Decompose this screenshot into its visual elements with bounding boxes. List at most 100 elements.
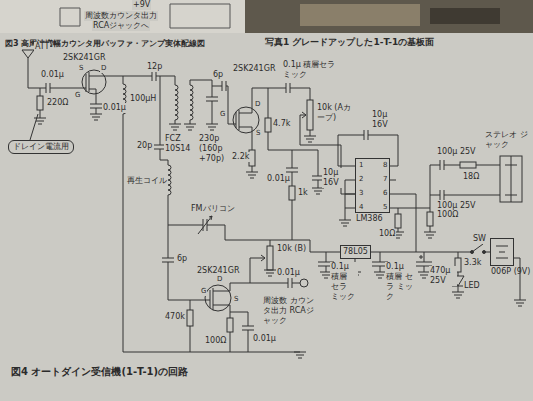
part-value: 2.2k: [231, 152, 250, 162]
part-value: 10k (B): [276, 244, 308, 254]
tank-circuit: [175, 80, 218, 124]
coil-symbol: [168, 165, 171, 195]
coil-symbol: [175, 85, 178, 120]
figure-title: 写真1 グレードアップした1-T-1の基板面: [264, 37, 435, 48]
part-value: 10k (Aカーブ): [316, 103, 356, 123]
wire: [34, 114, 526, 358]
ground-symbol: [452, 292, 464, 298]
resistor-symbol: [289, 186, 295, 200]
resistor-symbol: [37, 96, 43, 110]
ground-symbol: [294, 352, 306, 358]
ground-symbol: [34, 118, 46, 124]
part-value: 1k: [297, 188, 309, 198]
part-value: 12p: [146, 62, 163, 72]
part-name: FCZ 10S14: [164, 134, 196, 154]
ground-symbol: [264, 270, 276, 276]
part-value: 6p: [176, 254, 188, 264]
board-photo: [245, 0, 533, 33]
ground-symbol: [424, 232, 436, 238]
wire: [338, 130, 398, 220]
part-value: 220Ω: [46, 98, 69, 108]
ground-symbol: [514, 300, 526, 306]
part-value: 470k: [164, 312, 186, 322]
output-jack: [300, 279, 308, 287]
pin-name: D: [100, 64, 107, 73]
ground-symbol: [206, 124, 218, 130]
wire: [40, 88, 41, 118]
output-wires: [430, 160, 500, 232]
stereo-jack: [505, 156, 517, 202]
switch-contact: [483, 251, 486, 254]
pin-name: S: [255, 129, 261, 138]
wire: [162, 195, 472, 300]
ground-symbol: [312, 188, 324, 194]
ground-symbol: [246, 172, 258, 178]
resistor-symbol: [427, 212, 433, 226]
part-value: 4.7k: [272, 119, 291, 129]
stereo-jack: [500, 156, 522, 202]
part-name: SW: [472, 234, 487, 244]
part-name: 再生コイル: [126, 176, 168, 186]
coil-symbol: [190, 85, 193, 120]
part-value: 0.1μ 積層 セラ ミック: [385, 262, 415, 302]
part-value: 0.01μ: [252, 334, 277, 344]
capacitor-symbol: [212, 81, 236, 124]
part-value: 0.1μ 積層セラミック: [282, 60, 344, 80]
resistor-symbol: [187, 310, 193, 326]
part-value: 100Ω: [204, 336, 227, 346]
part-value: 3.3k: [463, 258, 482, 268]
part-value: 6p: [212, 70, 224, 80]
part-value: 10Ω: [378, 229, 396, 239]
resistor-symbol: [227, 318, 233, 332]
ground-symbol: [169, 124, 181, 130]
pin-name: S: [78, 64, 84, 73]
part-value: 100μH: [129, 94, 157, 104]
part-name: LED: [463, 281, 481, 291]
pin-name: D: [254, 100, 261, 109]
fet-symbol: [205, 285, 231, 311]
node-text: 78L05: [343, 247, 368, 257]
board-photo-detail: [430, 8, 500, 24]
ground-symbol: [184, 124, 196, 130]
part-value: 20p: [136, 141, 153, 151]
switch-contact: [471, 251, 474, 254]
part-value: 100Ω: [436, 210, 459, 220]
voltage-label: +9V: [132, 0, 151, 10]
capacitor-symbol: [46, 83, 50, 93]
wire: [22, 50, 526, 358]
part-value: 100μ 25V: [436, 147, 477, 157]
pin-number: 3: [358, 189, 364, 198]
part-value: 10μ 16V: [371, 110, 399, 130]
resistor-symbol: [395, 214, 401, 228]
callout-box: ドレイン電流用: [8, 140, 74, 154]
pin-number: 1: [358, 161, 364, 170]
pin-number: 4: [358, 203, 364, 212]
switch-symbol: [472, 244, 490, 252]
wire: [250, 240, 270, 283]
ground-symbol: [339, 220, 351, 226]
part-value: 0.01μ: [266, 174, 291, 184]
battery-box: 006P (9V): [490, 238, 514, 266]
wire: [108, 71, 175, 85]
part-label: ATT: [34, 42, 50, 52]
part-name: 2SK241GR: [62, 53, 106, 63]
board-photo-detail: [300, 4, 420, 26]
pin-number: 2: [358, 175, 364, 184]
pin-name: G: [219, 110, 226, 119]
pin-name: G: [200, 287, 207, 296]
part-value: 10μ 16V: [322, 168, 342, 188]
pin-number: 6: [382, 189, 388, 198]
resistor-symbol: [460, 162, 476, 168]
part-value: 0.01μ: [276, 268, 301, 278]
resistor-symbol: [265, 118, 271, 132]
part-value: 0.01μ: [102, 103, 127, 113]
figure-caption: 図4 オートダイン受信機(1-T-1)の回路: [10, 366, 189, 378]
regulator-box: 78L05: [340, 245, 371, 259]
node-text: ドレイン電流用: [13, 142, 69, 152]
figure-top: [0, 0, 245, 33]
node-text: LM386: [356, 214, 383, 224]
note-text: 周波数 カウンタ出力 RCAジャック: [262, 296, 320, 326]
part-name: FMバリコン: [190, 204, 236, 214]
pin-number: 8: [382, 161, 388, 170]
pin-name: S: [233, 295, 239, 304]
